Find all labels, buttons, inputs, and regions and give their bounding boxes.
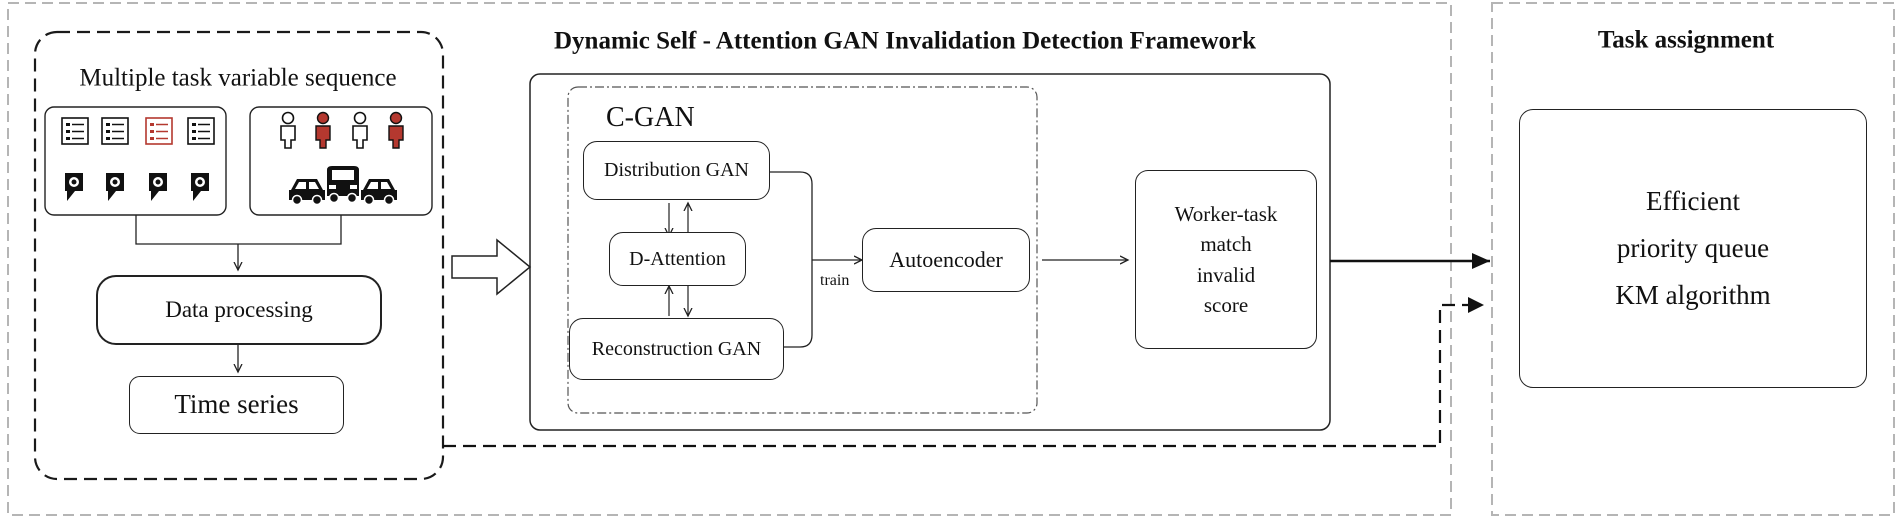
framework-title: Dynamic Self - Attention GAN Invalidatio…	[553, 27, 1257, 55]
assignment-line: KM algorithm	[1615, 280, 1771, 311]
cgan-title: C-GAN	[606, 102, 695, 133]
input-panel-frame	[33, 30, 445, 481]
task-list-icon	[61, 117, 89, 145]
dashed-feedback-arrowhead	[1468, 297, 1484, 313]
location-pin-icon	[106, 173, 124, 201]
worker-icon	[352, 111, 368, 149]
input-panel-title: Multiple task variable sequence	[79, 64, 397, 92]
d-attention-box: D-Attention	[609, 232, 746, 286]
score-box: Worker-task match invalid score	[1135, 170, 1317, 349]
task-list-icon	[101, 117, 129, 145]
assignment-line: Efficient	[1646, 185, 1740, 216]
autoencoder-box: Autoencoder	[862, 228, 1030, 292]
distribution-gan-box: Distribution GAN	[583, 141, 770, 200]
time-series-box: Time series	[129, 376, 344, 434]
dashed-feedback-arrow	[443, 303, 1476, 448]
task-list-icon	[187, 117, 215, 145]
worker-icon-highlighted	[388, 111, 404, 149]
hollow-arrow	[451, 238, 532, 296]
connector-icons-to-processing	[135, 215, 342, 270]
task-assignment-box: Efficient priority queue KM algorithm	[1519, 109, 1867, 388]
data-processing-box: Data processing	[96, 275, 382, 345]
location-pin-icon	[191, 173, 209, 201]
framework-frame	[7, 2, 1452, 516]
train-label: train	[820, 272, 850, 289]
task-list-icon-highlighted	[145, 117, 173, 145]
truck-icon	[327, 166, 359, 204]
reconstruction-gan-box: Reconstruction GAN	[569, 318, 784, 380]
task-assignment-frame	[1491, 2, 1895, 516]
worker-icon-highlighted	[315, 111, 331, 149]
worker-icon	[280, 111, 296, 149]
location-pin-icon	[65, 173, 83, 201]
cgan-container	[567, 86, 1038, 414]
score-line: Worker-task	[1174, 201, 1278, 226]
task-assignment-title: Task assignment	[1597, 26, 1775, 54]
car-icon	[361, 179, 397, 206]
location-pin-icon	[149, 173, 167, 201]
score-line: match	[1200, 232, 1252, 257]
score-line: invalid	[1196, 262, 1256, 287]
assignment-line: priority queue	[1616, 232, 1770, 263]
framework-container	[529, 73, 1331, 431]
car-icon	[289, 179, 325, 206]
score-line: score	[1203, 292, 1249, 317]
worker-icons-box	[249, 106, 433, 216]
